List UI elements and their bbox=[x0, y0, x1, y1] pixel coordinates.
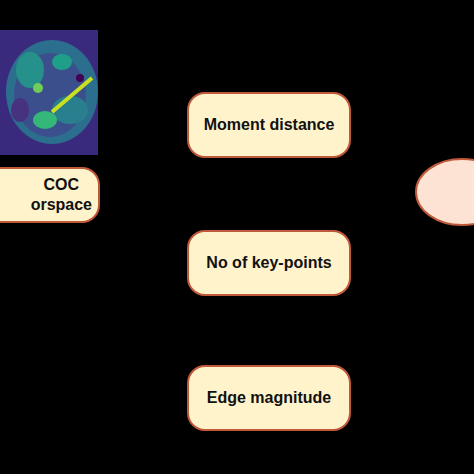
box-label: No of key-points bbox=[206, 253, 331, 273]
process-box: Edge magnitude bbox=[187, 365, 351, 431]
process-box: Moment distance bbox=[187, 92, 351, 158]
output-ellipse bbox=[416, 159, 474, 225]
heatmap-image bbox=[0, 30, 98, 155]
process-box: COC orspace bbox=[0, 167, 100, 223]
box-label: Edge magnitude bbox=[207, 388, 331, 408]
box-label: COC orspace bbox=[31, 175, 92, 215]
box-label: Moment distance bbox=[204, 115, 335, 135]
process-box: No of key-points bbox=[187, 230, 351, 296]
